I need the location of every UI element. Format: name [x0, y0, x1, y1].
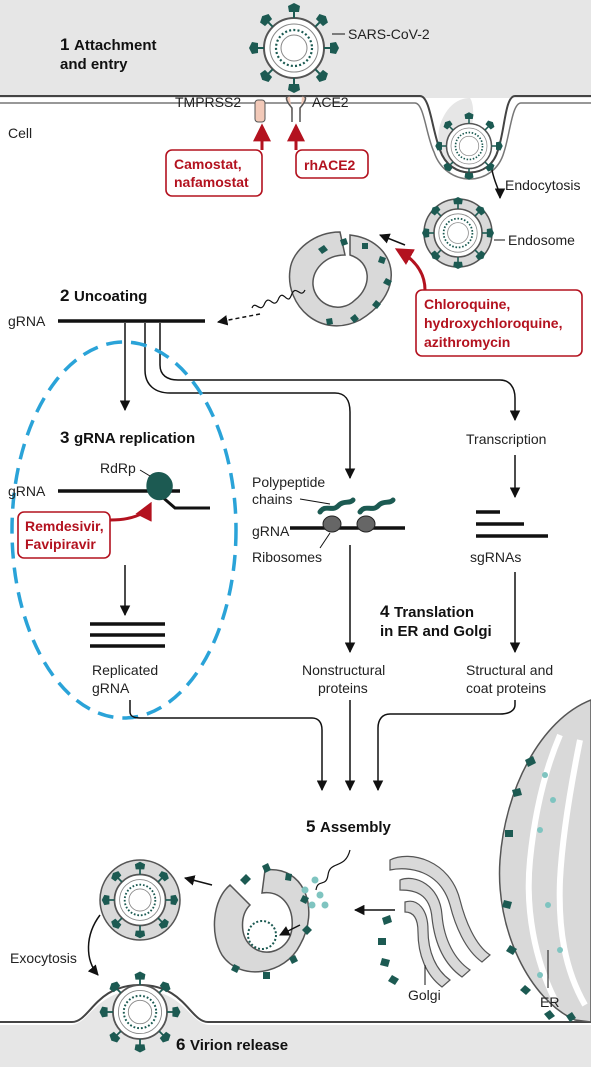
replicated-label-line1: Replicated [92, 662, 158, 678]
step-5-title: Assembly [320, 819, 392, 836]
step-5-number: 5 [306, 817, 315, 836]
nascent-grna-strand [159, 493, 210, 510]
cell-label: Cell [8, 125, 32, 141]
step-1-subtitle: and entry [60, 56, 128, 73]
nafamostat-label: nafamostat [174, 174, 249, 190]
cell-bottom-region [0, 983, 591, 1067]
ribosome-1 [322, 515, 342, 533]
ribosome-2 [356, 515, 376, 533]
golgi-apparatus [378, 855, 491, 988]
step-3-title: gRNA replication [74, 430, 195, 447]
structural-label-line2: coat proteins [466, 680, 546, 696]
transcription-label: Transcription [466, 431, 546, 447]
ace2-label: ACE2 [312, 94, 349, 110]
azithromycin-label: azithromycin [424, 334, 510, 350]
chloroquine-label: Chloroquine, [424, 296, 510, 312]
rdrp-label: RdRp [100, 460, 136, 476]
er-label: ER [540, 994, 559, 1010]
rhace2-drug-box [295, 149, 369, 179]
polypeptide-label-line1: Polypeptide [252, 474, 325, 490]
uncoating-endosome [288, 231, 392, 327]
step-4-subtitle: in ER and Golgi [380, 623, 492, 640]
sars-cov-2-virion-entry [249, 3, 339, 93]
cell-top-region [0, 0, 591, 180]
nucleocapsid-in-vesicle [247, 920, 277, 950]
step-1-label: 1 Attachment and entry [60, 35, 157, 73]
exocytosis-label: Exocytosis [10, 950, 77, 966]
sars-cov-2-label: SARS-CoV-2 [348, 26, 430, 42]
ribosomes-label: Ribosomes [252, 549, 322, 565]
step-3-number: 3 [60, 428, 69, 447]
ace2-receptor [285, 95, 307, 122]
golgi-label: Golgi [408, 987, 441, 1003]
replicated-label-line2: gRNA [92, 680, 130, 696]
favipiravir-label: Favipiravir [25, 536, 96, 552]
virion-in-endosome [422, 197, 494, 269]
remdesivir-label: Remdesivir, [25, 518, 104, 534]
released-virion [100, 972, 181, 1053]
polypeptide-label-line2: chains [252, 491, 292, 507]
tmprss2-receptor [254, 99, 266, 123]
nonstructural-label-line2: proteins [318, 680, 368, 696]
camostat-label: Camostat, [174, 156, 242, 172]
step-4-number: 4 [380, 602, 390, 621]
rhace2-label: rhACE2 [304, 157, 356, 173]
tmprss2-label: TMPRSS2 [175, 94, 241, 110]
polypeptide-chain-2 [357, 497, 396, 515]
virion-in-exocytic-vesicle [102, 862, 179, 939]
replication-region-outline [10, 340, 238, 720]
hydroxychloroquine-label: hydroxychloroquine, [424, 315, 562, 331]
step-2-number: 2 [60, 286, 69, 305]
structural-label-line1: Structural and [466, 662, 553, 678]
endoplasmic-reticulum [498, 699, 591, 1023]
chloroquine-drug-box [415, 289, 583, 357]
endocytosis-label: Endocytosis [505, 177, 580, 193]
remdesivir-drug-box [17, 511, 111, 559]
step-1-title: Attachment [74, 37, 157, 54]
grna-uncoated-label: gRNA [8, 313, 46, 329]
rdrp-enzyme [146, 472, 173, 501]
camostat-drug-box [165, 149, 263, 197]
nonstructural-label-line1: Nonstructural [302, 662, 385, 678]
step-1-number: 1 [60, 35, 69, 54]
virion-in-endocytic-pit [435, 112, 503, 180]
step-4-title: Translation [394, 604, 474, 621]
step-2-title: Uncoating [74, 288, 147, 305]
grna-replication-label: gRNA [8, 483, 46, 499]
step-6-number: 6 [176, 1035, 185, 1054]
endosome-label: Endosome [508, 232, 575, 248]
step-6-title: Virion release [190, 1037, 288, 1054]
polypeptide-chain-1 [317, 497, 356, 515]
sgrnas-label: sgRNAs [470, 549, 521, 565]
assembly-vesicle [213, 869, 310, 973]
grna-translation-label: gRNA [252, 523, 290, 539]
